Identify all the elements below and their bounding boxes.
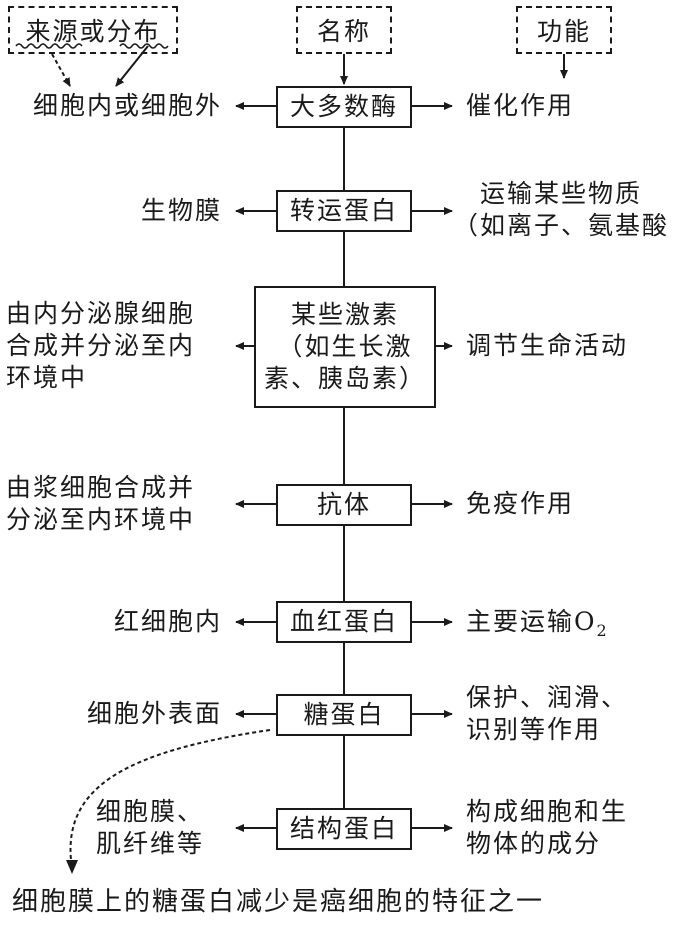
protein-name: 结构蛋白 [289,814,398,843]
protein-name: 大多数酶 [289,92,398,121]
function-text: 构成细胞和生 物体的成分 [466,797,629,858]
source-header-box: 来源或分布 [8,6,178,54]
name-header-label: 名称 [316,17,371,46]
protein-box-enzyme: 大多数酶 [276,86,412,128]
function-text: 保护、润滑、 识别等作用 [466,683,629,744]
protein-name: 某些激素 （如生长激 素、胰岛素） [263,300,426,393]
cancer-note: 细胞膜上的糖蛋白减少是癌细胞的特征之一 [12,887,545,917]
name-header-box: 名称 [296,6,392,54]
protein-name: 抗体 [316,490,371,519]
function-header-label: 功能 [536,17,591,46]
function-text: 运输某些物质 （如离子、氨基酸 [452,179,669,240]
protein-name: 血红蛋白 [289,607,398,636]
distribution-wavy-underline [119,43,169,49]
source-text: 细胞外表面 [86,699,222,728]
function-header-box: 功能 [516,6,612,54]
function-text: 免疫作用 [466,489,575,518]
source-header-label: 来源或分布 [25,17,161,46]
function-text-hemoglobin: 主要运输O2 [466,607,609,640]
source-text: 由浆细胞合成并 分泌至内环境中 [6,473,196,534]
protein-box-antibody: 抗体 [276,484,412,526]
glycoprotein-note-arrowhead [66,860,78,874]
source-text: 生物膜 [140,196,222,225]
protein-box-hormone: 某些激素 （如生长激 素、胰岛素） [254,286,436,408]
protein-box-transporter: 转运蛋白 [276,190,412,232]
source-text: 细胞内或细胞外 [32,91,222,120]
function-text: 催化作用 [466,91,575,120]
protein-box-glycoprotein: 糖蛋白 [276,694,412,736]
source-text: 细胞膜、 肌纤维等 [96,797,205,858]
source-header-arrow-dashed [51,53,71,87]
function-text: 调节生命活动 [466,331,629,360]
source-text: 由内分泌腺细胞 合成并分泌至内 环境中 [6,299,196,392]
source-wavy-underline [15,43,83,49]
protein-box-structural: 结构蛋白 [276,808,412,850]
protein-name: 糖蛋白 [303,700,385,729]
protein-box-hemoglobin: 血红蛋白 [276,601,412,643]
protein-name: 转运蛋白 [289,196,398,225]
glycoprotein-note-dashed-curve [69,729,271,869]
source-text: 红细胞内 [113,607,222,636]
